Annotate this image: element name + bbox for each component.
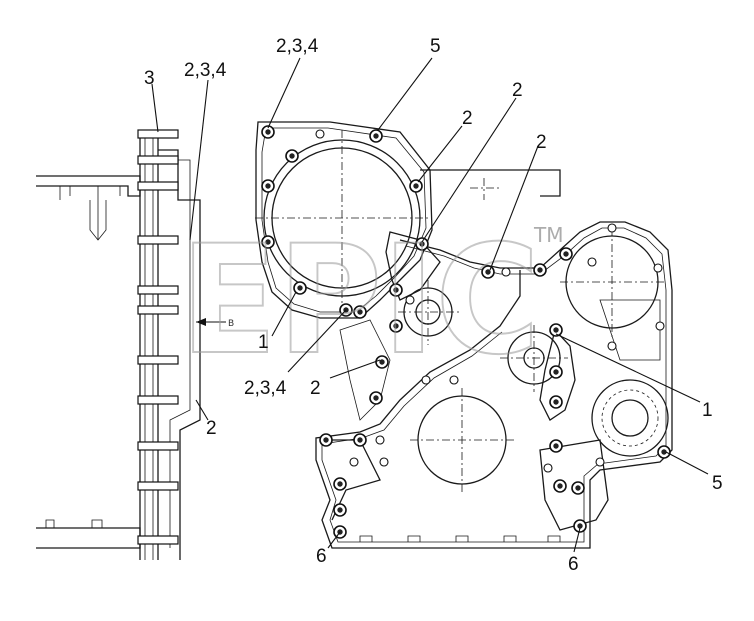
side-bolt	[137, 535, 179, 545]
bolt-marker	[657, 445, 671, 459]
callout-1-right: 1	[702, 400, 713, 421]
callout-1-left: 1	[258, 332, 269, 353]
bolt-marker	[333, 503, 347, 517]
callout-6-left: 6	[316, 546, 327, 567]
callout-2-3-4-top: 2,3,4	[276, 36, 319, 57]
bolt-marker	[369, 129, 383, 143]
view-marker-b: B	[228, 319, 234, 329]
bolt-marker	[319, 433, 333, 447]
bolt-marker	[549, 439, 563, 453]
hole-marker	[607, 341, 617, 351]
bolt-marker	[559, 247, 573, 261]
bolt-marker	[573, 519, 587, 533]
callout-2-3-4-left: 2,3,4	[184, 60, 227, 81]
callout-2-side: 2	[206, 418, 217, 439]
hole-marker	[587, 257, 597, 267]
callout-labels: 2,3,4 5 3 2,3,4 2 2 2 1 2,3,4 2 2 1 5 6 …	[144, 36, 723, 575]
bolt-marker	[261, 125, 275, 139]
callout-5-right: 5	[712, 473, 723, 494]
hole-marker	[655, 321, 665, 331]
bolt-marker	[571, 481, 585, 495]
bolt-marker	[409, 179, 423, 193]
callout-2-b: 2	[512, 80, 523, 101]
bolt-marker	[353, 433, 367, 447]
hole-marker	[421, 375, 431, 385]
hole-marker	[607, 223, 617, 233]
side-bolt	[137, 235, 179, 245]
hole-marker	[595, 457, 605, 467]
callout-3-left: 3	[144, 68, 155, 89]
bolt-marker	[389, 319, 403, 333]
watermark-text: EPIC	[180, 214, 540, 388]
bolt-marker	[533, 263, 547, 277]
side-bolt	[137, 441, 179, 451]
hole-marker	[379, 457, 389, 467]
side-view: B	[36, 129, 234, 560]
bolt-marker	[261, 179, 275, 193]
bolt-marker	[353, 305, 367, 319]
callout-2-3-4-bottom: 2,3,4	[244, 378, 287, 399]
side-bolt	[137, 181, 179, 191]
hole-marker	[449, 375, 459, 385]
watermark: EPIC TM	[179, 213, 563, 389]
hole-marker	[405, 295, 415, 305]
side-bolt	[137, 395, 179, 405]
hole-markers	[315, 129, 665, 473]
bolt-marker	[261, 235, 275, 249]
callout-6-right: 6	[568, 554, 579, 575]
side-bolt	[137, 285, 179, 295]
callout-2-d: 2	[310, 378, 321, 399]
side-bolt	[137, 481, 179, 491]
bolt-marker	[333, 477, 347, 491]
bolt-marker	[549, 395, 563, 409]
hole-marker	[501, 267, 511, 277]
hole-marker	[349, 457, 359, 467]
callout-2-a: 2	[462, 108, 473, 129]
bolt-marker	[415, 237, 429, 251]
bolt-marker	[481, 265, 495, 279]
bolt-marker	[553, 479, 567, 493]
bolt-marker	[293, 281, 307, 295]
side-bolt	[137, 355, 179, 365]
bolt-marker	[369, 391, 383, 405]
side-bolt	[137, 155, 179, 165]
hole-marker	[543, 463, 553, 473]
side-bolt	[137, 305, 179, 315]
hole-marker	[315, 129, 325, 139]
hole-marker	[653, 263, 663, 273]
bolt-marker	[549, 365, 563, 379]
bolt-markers	[261, 125, 671, 539]
bolt-marker	[389, 283, 403, 297]
hole-marker	[375, 435, 385, 445]
watermark-tm: TM	[533, 223, 563, 247]
callout-2-c: 2	[536, 132, 547, 153]
leader-lines	[151, 57, 709, 553]
bolt-marker	[285, 149, 299, 163]
callout-5-top: 5	[430, 36, 441, 57]
bolt-marker	[549, 323, 563, 337]
